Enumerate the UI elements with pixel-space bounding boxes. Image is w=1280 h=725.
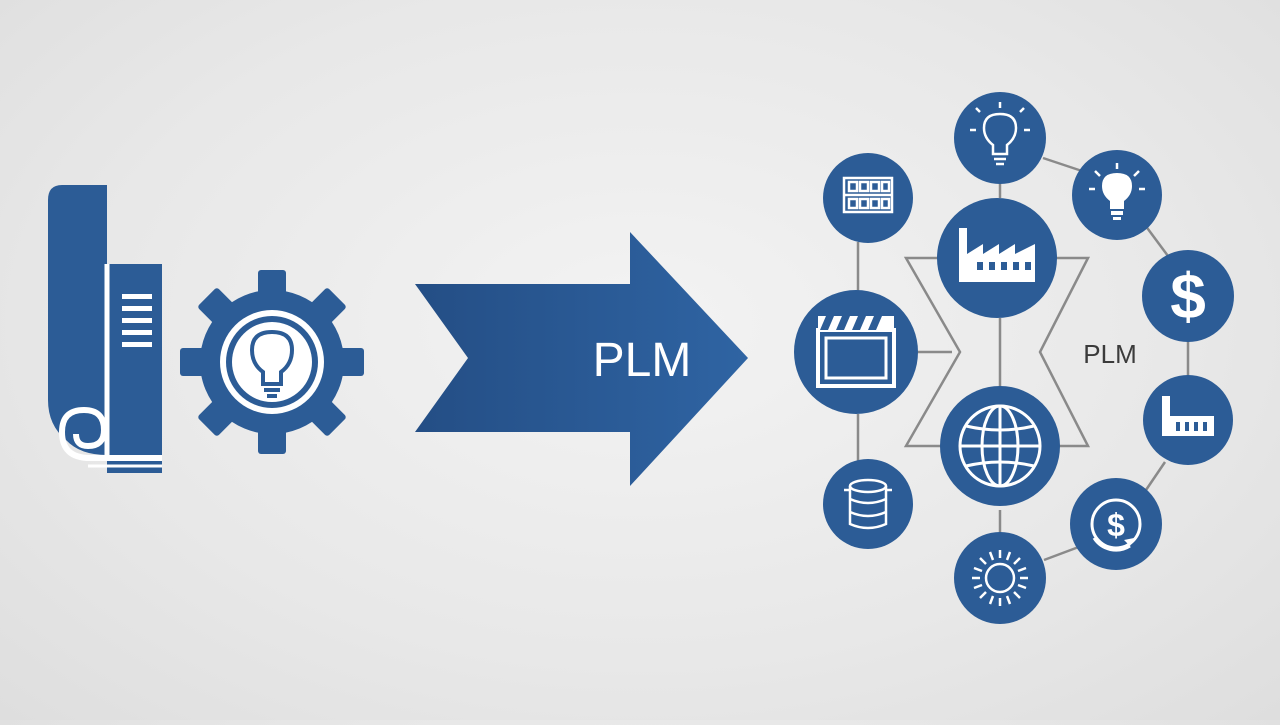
gear-icon (180, 270, 364, 454)
network-label: PLM (1083, 339, 1136, 369)
small-bulb-node[interactable] (1072, 150, 1162, 240)
control-panel-node[interactable] (823, 153, 913, 243)
clapperboard-icon (816, 316, 896, 388)
dollar-coin-icon: $ (1090, 498, 1142, 552)
dollar-icon: $ (1170, 260, 1206, 332)
lightbulb-idea-icon (970, 102, 1030, 166)
idea-node[interactable] (954, 92, 1046, 184)
svg-text:$: $ (1107, 507, 1125, 543)
plm-arrow: PLM (415, 232, 748, 486)
factory-node[interactable] (937, 198, 1057, 318)
lightbulb-icon (249, 329, 295, 398)
dollar-node[interactable]: $ (1142, 250, 1234, 342)
network-connectors (856, 156, 1190, 562)
database-node[interactable] (823, 459, 913, 549)
globe-icon (958, 404, 1042, 488)
factory-icon (959, 228, 1035, 282)
sun-node[interactable] (954, 532, 1046, 624)
blueprint-icon (48, 185, 162, 473)
small-factory-node[interactable] (1143, 375, 1233, 465)
sun-gear-icon (972, 550, 1028, 606)
dollar-coin-node[interactable]: $ (1070, 478, 1162, 570)
control-panel-icon (842, 176, 894, 214)
database-icon (844, 478, 892, 530)
factory-small-icon (1162, 396, 1214, 436)
lightbulb-small-icon (1089, 163, 1145, 220)
arrow-label: PLM (593, 334, 692, 387)
globe-node[interactable] (940, 386, 1060, 506)
clapperboard-node[interactable] (794, 290, 918, 414)
